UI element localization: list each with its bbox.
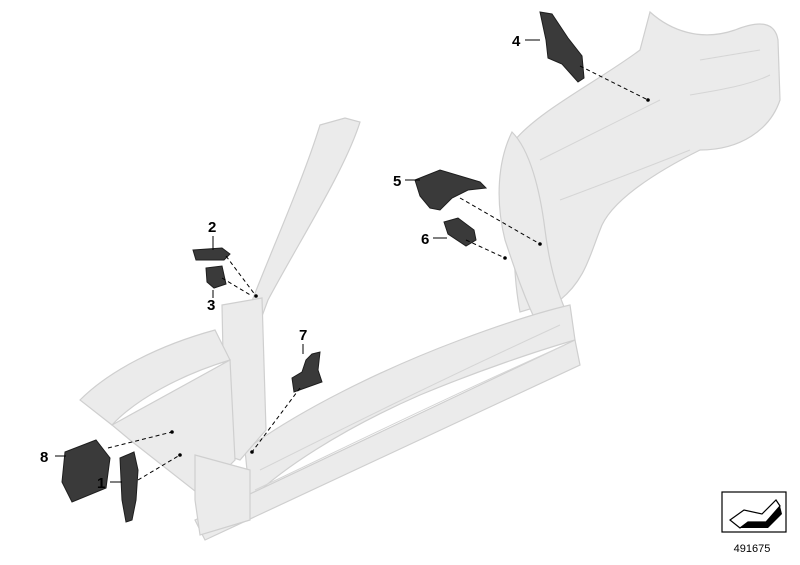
part-6-plate xyxy=(443,217,477,247)
callout-8: 8 xyxy=(40,449,48,466)
document-number: 491675 xyxy=(734,543,771,555)
callout-6: 6 xyxy=(421,231,429,248)
callout-2: 2 xyxy=(208,219,216,236)
body-detail-lines xyxy=(254,49,771,491)
callout-3: 3 xyxy=(207,297,215,314)
callout-1: 1 xyxy=(97,475,105,492)
part-3-clip xyxy=(205,265,227,289)
part-2-bracket xyxy=(192,247,231,261)
callout-5: 5 xyxy=(393,173,401,190)
body-side-structure xyxy=(79,10,781,541)
part-7-strut xyxy=(291,351,323,393)
dashed-leader-lines xyxy=(107,65,649,481)
orientation-arrow-icon xyxy=(721,491,787,533)
callout-4: 4 xyxy=(512,33,521,50)
part-5-panel xyxy=(414,169,488,211)
leader-endpoints xyxy=(170,98,650,457)
callout-7: 7 xyxy=(299,327,307,344)
part-1-trim xyxy=(119,451,139,523)
leader-lines xyxy=(55,39,540,483)
part-8-plate xyxy=(61,439,111,503)
part-4-bracket xyxy=(539,11,585,83)
